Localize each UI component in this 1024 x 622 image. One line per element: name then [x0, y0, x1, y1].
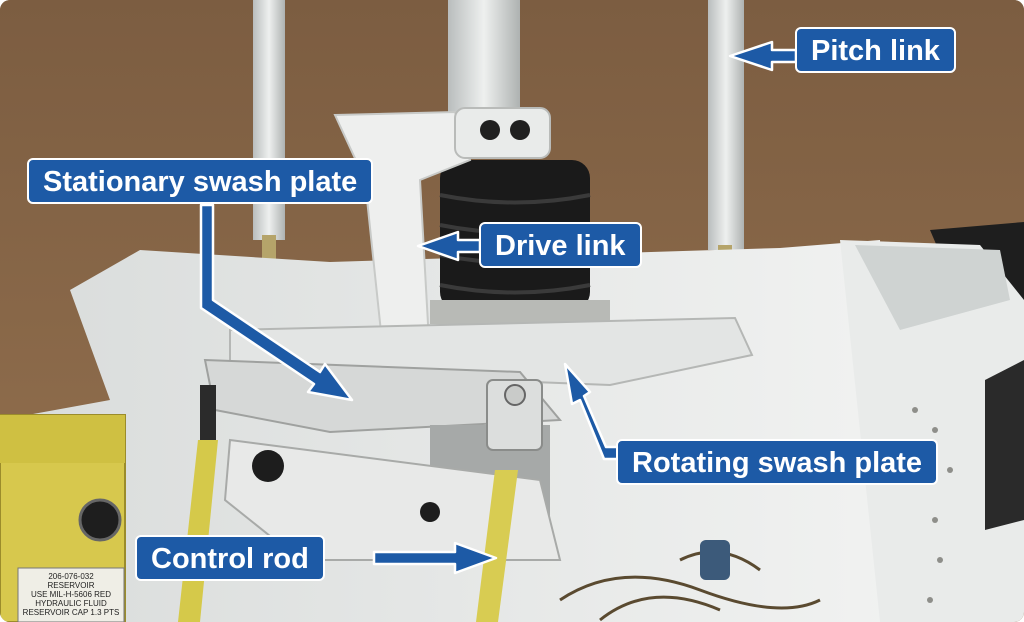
swash-collar — [430, 300, 610, 324]
pitch-link-right — [708, 0, 744, 250]
fairing-edge — [855, 245, 1010, 330]
placard-line-1: 206-076-032 — [48, 572, 94, 581]
clevis — [486, 379, 543, 451]
rotating-swash-plate-label: Rotating swash plate — [616, 439, 939, 485]
drive-link-clamp — [454, 107, 551, 159]
servo-link-left — [200, 385, 216, 445]
right-fairing — [840, 240, 1024, 622]
connector — [700, 540, 730, 580]
placard-line-4: HYDRAULIC FLUID — [35, 599, 107, 608]
pitch-link-label: Pitch link — [795, 27, 956, 73]
stationary-swash-plate-label: Stationary swash plate — [27, 158, 374, 204]
reservoir-placard-text: 206-076-032 RESERVOIR USE MIL-H-5606 RED… — [20, 572, 122, 617]
rivets — [912, 407, 953, 603]
dark-opening — [985, 360, 1024, 530]
reservoir-cap — [78, 498, 122, 542]
placard-line-3: USE MIL-H-5606 RED — [30, 590, 112, 599]
drive-link-label: Drive link — [479, 222, 642, 268]
placard-line-2: RESERVOIR — [47, 581, 95, 590]
placard-line-5: RESERVOIR CAP 1.3 PTS — [22, 608, 120, 617]
control-rod-label: Control rod — [135, 535, 325, 581]
reservoir-placard-plate — [17, 567, 125, 622]
pitch-link-left — [253, 0, 285, 240]
